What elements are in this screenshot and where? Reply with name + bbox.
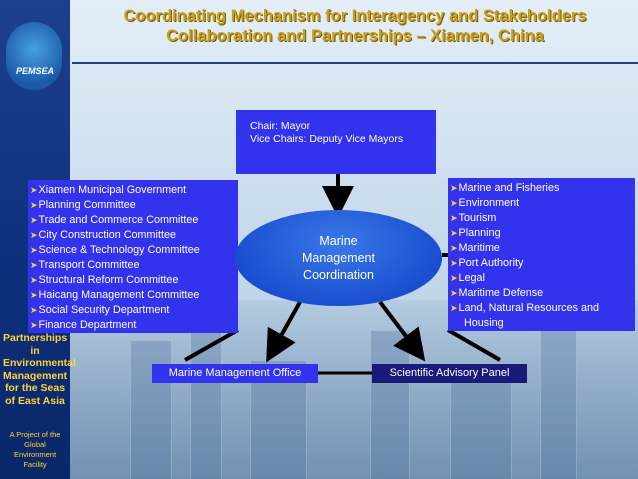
center-line: Management xyxy=(302,251,375,265)
list-item: ➤Xiamen Municipal Government xyxy=(30,184,187,196)
list-item: ➤Tourism xyxy=(450,212,497,224)
title-line-2: Collaboration and Partnerships – Xiamen,… xyxy=(166,27,544,45)
list-item: ➤Maritime Defense xyxy=(450,287,544,299)
list-item: ➤Port Authority xyxy=(450,257,524,269)
checkmark-bullet-icon: ➤ xyxy=(30,305,38,315)
checkmark-bullet-icon: ➤ xyxy=(450,258,458,268)
list-item: ➤Legal xyxy=(450,272,485,284)
marine-management-office-box: Marine Management Office xyxy=(152,364,318,383)
triangle-right-edge xyxy=(447,328,501,362)
chair-box: Chair: Mayor Vice Chairs: Deputy Vice Ma… xyxy=(236,110,436,174)
vice-chair-line: Vice Chairs: Deputy Vice Mayors xyxy=(250,133,404,145)
checkmark-bullet-icon: ➤ xyxy=(30,260,38,270)
list-item: ➤Environment xyxy=(450,197,520,209)
marine-management-coordination-node: Marine Management Coordination xyxy=(235,210,442,306)
list-item: ➤Structural Reform Committee xyxy=(30,274,179,286)
pemsea-logo-text: PEMSEA xyxy=(15,66,54,76)
checkmark-bullet-icon: ➤ xyxy=(450,213,458,223)
arrow-center-to-office xyxy=(266,301,302,363)
checkmark-bullet-icon: ➤ xyxy=(30,320,38,330)
list-item: ➤Transport Committee xyxy=(30,259,140,271)
program-line: Partnerships in xyxy=(3,332,68,357)
list-item: ➤Land, Natural Resources and Housing xyxy=(450,302,599,329)
checkmark-bullet-icon: ➤ xyxy=(30,245,38,255)
program-line: for the Seas xyxy=(4,382,66,394)
list-item: ➤Maritime xyxy=(450,242,500,254)
program-line: of East Asia xyxy=(5,394,65,407)
list-item: ➤City Construction Committee xyxy=(30,229,176,241)
checkmark-bullet-icon: ➤ xyxy=(30,275,38,285)
triangle-left-edge xyxy=(184,328,239,362)
program-line: Environmental xyxy=(3,357,76,369)
list-item: ➤Planning xyxy=(450,227,501,239)
checkmark-bullet-icon: ➤ xyxy=(450,228,458,238)
list-item: ➤Finance Department xyxy=(30,319,137,331)
title-line-1: Coordinating Mechanism for Interagency a… xyxy=(123,7,587,25)
footer-line: Environment Facility xyxy=(13,450,57,469)
list-item: ➤Planning Committee xyxy=(30,199,136,211)
scientific-advisory-panel-box: Scientific Advisory Panel xyxy=(372,364,527,383)
list-item: ➤Science & Technology Committee xyxy=(30,244,200,256)
right-agency-list: ➤Marine and Fisheries ➤Environment ➤Tour… xyxy=(448,178,635,331)
list-item: ➤Trade and Commerce Committee xyxy=(30,214,199,226)
checkmark-bullet-icon: ➤ xyxy=(450,243,458,253)
program-name: Partnerships in Environmental Management… xyxy=(3,332,76,407)
slide-title: Coordinating Mechanism for Interagency a… xyxy=(72,6,638,46)
title-underline xyxy=(72,62,638,64)
program-line: Management xyxy=(3,369,68,382)
center-line: Marine xyxy=(319,234,358,248)
list-item: ➤Marine and Fisheries xyxy=(450,182,560,194)
checkmark-bullet-icon: ➤ xyxy=(450,183,458,193)
checkmark-bullet-icon: ➤ xyxy=(30,215,38,225)
checkmark-bullet-icon: ➤ xyxy=(450,288,458,298)
checkmark-bullet-icon: ➤ xyxy=(30,230,38,240)
center-line: Coordination xyxy=(303,268,374,282)
gef-footer: A Project of the Global Environment Faci… xyxy=(2,430,68,470)
arrow-center-to-panel xyxy=(378,300,426,362)
checkmark-bullet-icon: ➤ xyxy=(450,303,458,313)
left-agency-list: ➤Xiamen Municipal Government ➤Planning C… xyxy=(28,180,238,333)
list-item: ➤Haicang Management Committee xyxy=(30,289,200,301)
checkmark-bullet-icon: ➤ xyxy=(30,200,38,210)
checkmark-bullet-icon: ➤ xyxy=(30,290,38,300)
footer-line: A Project of the Global xyxy=(9,430,61,449)
list-item: ➤Social Security Department xyxy=(30,304,170,316)
checkmark-bullet-icon: ➤ xyxy=(450,273,458,283)
chair-line: Chair: Mayor xyxy=(250,120,311,132)
checkmark-bullet-icon: ➤ xyxy=(450,198,458,208)
checkmark-bullet-icon: ➤ xyxy=(30,185,38,195)
pemsea-globe-logo xyxy=(6,22,62,90)
